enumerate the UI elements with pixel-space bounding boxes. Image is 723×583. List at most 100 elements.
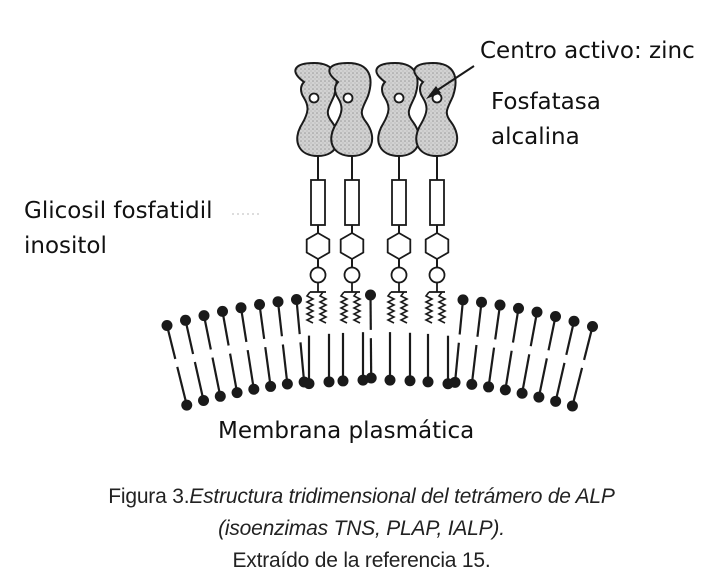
acyl-chain <box>424 291 434 324</box>
acyl-chain <box>399 291 409 324</box>
inner-lipid-tail <box>470 344 478 385</box>
outer-lipid-tail <box>582 326 594 361</box>
active-site-label: Centro activo: zinc <box>480 38 695 64</box>
inner-polar-head <box>442 378 454 390</box>
outer-lipid-tail <box>511 308 520 343</box>
phospholipid <box>466 296 487 390</box>
zinc-active-site <box>393 92 405 104</box>
peptide-linker-box <box>310 179 326 226</box>
outer-lipid-tail <box>239 307 248 343</box>
figure-title-2: (isoenzimas TNS, PLAP, IALP). <box>218 517 505 540</box>
outer-polar-head <box>217 305 228 317</box>
outer-lipid-tail <box>295 299 301 335</box>
caption-source: Extraído de la referencia 15. <box>232 549 491 572</box>
phospholipid <box>254 298 277 392</box>
outer-lipid-tail <box>494 304 502 340</box>
inner-polar-head <box>248 383 260 395</box>
inner-polar-head <box>499 384 511 396</box>
outer-lipid-tail <box>221 311 230 346</box>
gpi-anchors <box>305 155 450 324</box>
inner-lipid-tail <box>246 349 255 390</box>
peptide-linker-box <box>344 179 360 226</box>
glycan-hexagon <box>424 231 450 261</box>
phospholipid <box>533 310 561 403</box>
inner-lipid-tail <box>211 357 222 397</box>
inner-lipid-tail <box>281 344 289 385</box>
phospholipid <box>198 310 226 402</box>
phospholipid <box>550 315 580 407</box>
phospholipid-inner-leaflet <box>323 333 335 388</box>
inner-polar-head <box>303 378 315 390</box>
inner-lipid-tail <box>299 342 306 383</box>
inner-polar-head <box>422 376 434 388</box>
phospholipid <box>235 302 260 395</box>
outer-lipid-tail <box>184 320 195 355</box>
phospholipid <box>449 294 469 388</box>
active-site-arrowhead <box>426 86 441 99</box>
inner-polar-head <box>384 374 396 386</box>
outer-lipid-tail <box>258 304 266 340</box>
phospholipid-inner-leaflet <box>442 335 454 390</box>
caption-line2: (isoenzimas TNS, PLAP, IALP). <box>0 518 723 539</box>
inner-polar-head <box>337 375 349 387</box>
membrane-label: Membrana plasmática <box>218 418 475 444</box>
figure-title-1: Estructura tridimensional del tetrámero … <box>189 485 615 508</box>
enzyme-label-line2: alcalina <box>491 124 580 150</box>
inner-polar-head <box>566 400 578 412</box>
inner-polar-head <box>231 387 243 399</box>
inner-polar-head <box>550 395 562 407</box>
inner-lipid-tail <box>264 346 272 387</box>
phospholipid <box>161 320 193 411</box>
outer-lipid-tail <box>529 311 539 347</box>
phosphate-circle <box>343 266 361 284</box>
phospholipid-inner-leaflet <box>357 332 369 386</box>
inner-lipid-tail <box>487 347 496 388</box>
phospholipid-inner-leaflet <box>384 332 396 386</box>
figure-number: Figura 3. <box>108 485 190 508</box>
acyl-chain <box>339 291 349 324</box>
gpi-anchor <box>424 155 450 324</box>
inner-polar-head <box>533 391 545 403</box>
inner-polar-head <box>483 381 495 393</box>
outer-polar-head <box>180 314 191 326</box>
enzyme-body <box>328 61 374 158</box>
glycan-hexagon <box>386 231 412 261</box>
glycan-hexagon <box>305 231 331 261</box>
outer-polar-head <box>365 289 376 301</box>
enzyme-monomer <box>413 61 459 158</box>
enzyme-body <box>375 61 421 158</box>
inner-lipid-tail <box>176 366 188 406</box>
inner-polar-head <box>466 378 478 390</box>
inner-lipid-tail <box>521 354 531 394</box>
peptide-linker-box <box>429 179 445 226</box>
outer-polar-head <box>198 310 210 322</box>
inner-lipid-tail <box>537 358 548 398</box>
phospholipid-inner-leaflet <box>303 335 315 390</box>
phospholipid <box>566 321 598 412</box>
inner-lipid-tail <box>554 362 566 402</box>
glycan-hexagon <box>339 231 365 261</box>
phospholipid <box>272 296 293 390</box>
inner-polar-head <box>516 387 528 399</box>
outer-lipid-tail <box>547 316 557 351</box>
acyl-chain <box>305 291 315 324</box>
acyl-chain <box>352 291 362 324</box>
outer-polar-head <box>587 321 598 333</box>
inner-lipid-tail <box>228 353 239 393</box>
outer-lipid-tail <box>565 320 576 356</box>
inner-polar-head <box>404 375 416 387</box>
acyl-chain <box>386 291 396 324</box>
outer-polar-head <box>568 315 580 327</box>
outer-polar-head <box>272 296 284 308</box>
gpi-anchor <box>386 155 412 324</box>
outer-lipid-tail <box>276 301 284 337</box>
outer-polar-head <box>513 302 524 314</box>
inner-lipid-tail <box>571 367 584 407</box>
inner-polar-head <box>323 376 335 388</box>
acyl-chain <box>318 291 328 324</box>
enzyme-monomer <box>294 61 340 158</box>
outer-lipid-tail <box>476 302 483 337</box>
outer-lipid-tail <box>458 299 465 335</box>
inner-polar-head <box>198 394 210 406</box>
phosphate-circle <box>428 266 446 284</box>
